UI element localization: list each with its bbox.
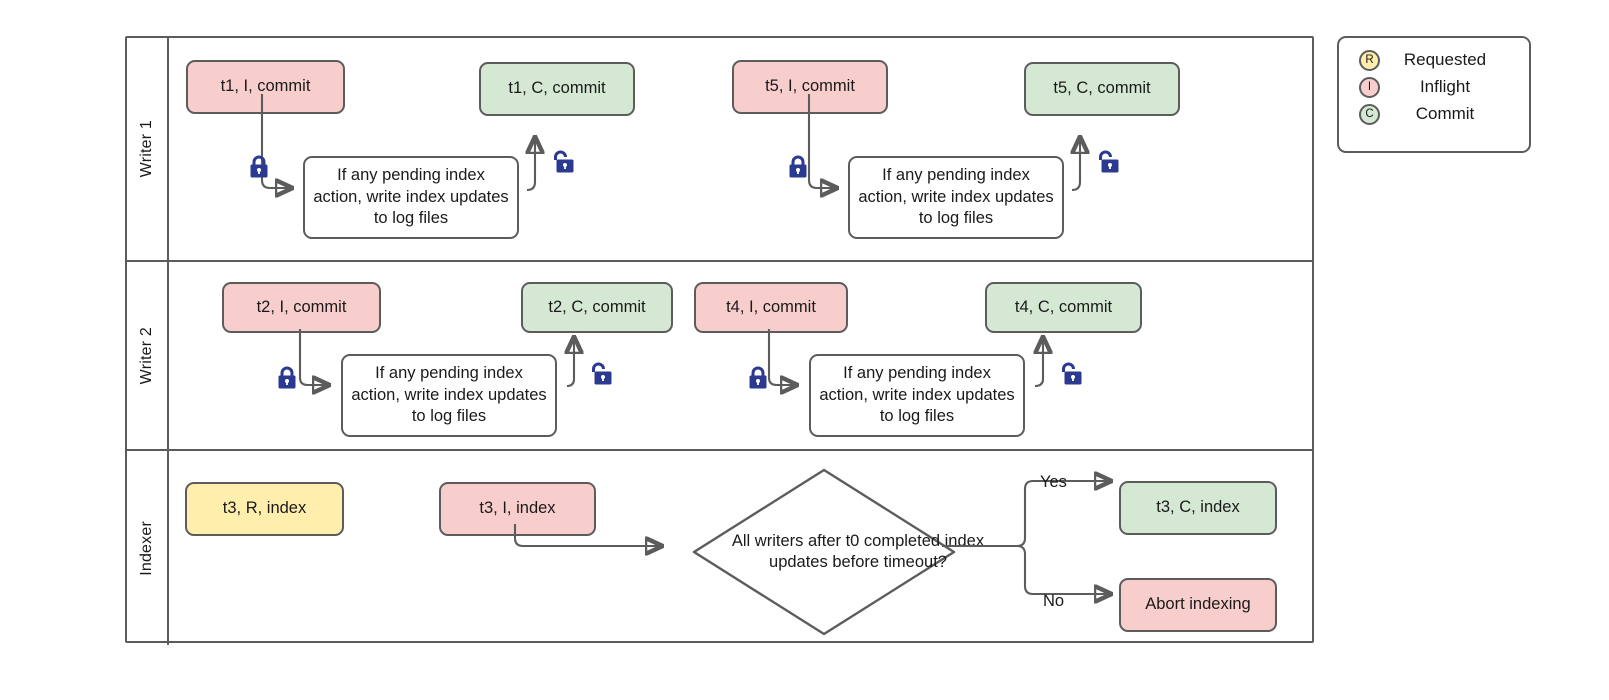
legend-label-commit: Commit [1415,104,1475,123]
lane-writer-1: Writer 1 t1, I, commit If any pending in… [127,38,1312,260]
open-padlock-icon [1099,150,1119,173]
lane-header-writer-1: Writer 1 [127,38,169,260]
lane-header-indexer: Indexer [127,451,169,645]
node-idx-t3-inflight[interactable]: t3, I, index [439,482,596,536]
node-idx-abort[interactable]: Abort indexing [1119,578,1277,632]
legend-panel: R Requested I Inflight C Commit [1337,36,1531,153]
node-w2-t4-inflight[interactable]: t4, I, commit [694,282,848,333]
lane-body-writer-1: t1, I, commit If any pending index actio… [169,38,1312,260]
node-w1-process-1[interactable]: If any pending index action, write index… [303,156,519,239]
legend-item-inflight: I Inflight [1359,74,1529,100]
legend-item-requested: R Requested [1359,47,1529,73]
legend-label-inflight: Inflight [1419,77,1471,96]
node-w1-t5-inflight[interactable]: t5, I, commit [732,60,888,114]
node-idx-t3-requested[interactable]: t3, R, index [185,482,344,536]
node-w1-process-2[interactable]: If any pending index action, write index… [848,156,1064,239]
node-w2-t2-commit[interactable]: t2, C, commit [521,282,673,333]
legend-dot-inflight-icon: I [1359,76,1380,98]
node-w2-process-1[interactable]: If any pending index action, write index… [341,354,557,437]
lane-writer-2: Writer 2 t2, I, commit If any pending in… [127,260,1312,449]
node-idx-t3-commit[interactable]: t3, C, index [1119,481,1277,535]
legend-dot-requested-icon: R [1359,49,1380,71]
open-padlock-icon [554,150,574,173]
closed-padlock-icon [250,155,268,178]
node-w1-t1-commit[interactable]: t1, C, commit [479,62,635,116]
legend-symbol-requested: R [1365,54,1374,66]
node-w2-t4-commit[interactable]: t4, C, commit [985,282,1142,333]
node-w1-t1-inflight[interactable]: t1, I, commit [186,60,345,114]
legend-symbol-commit: C [1365,108,1374,120]
edge-label-yes: Yes [1040,473,1067,491]
closed-padlock-icon [749,366,767,389]
lane-label-indexer: Indexer [138,520,155,576]
closed-padlock-icon [278,366,296,389]
node-w2-t2-inflight[interactable]: t2, I, commit [222,282,381,333]
open-padlock-icon [592,362,612,385]
legend-item-commit: C Commit [1359,101,1529,127]
legend-symbol-inflight: I [1367,81,1372,93]
legend-dot-commit-icon: C [1359,103,1380,125]
open-padlock-icon [1062,362,1082,385]
lane-indexer: Indexer t3, R, index t3, I, index All wr… [127,449,1312,645]
node-idx-decision[interactable]: All writers after t0 completed index upd… [691,467,984,637]
swimlane-pool: Writer 1 t1, I, commit If any pending in… [125,36,1314,645]
lane-body-indexer: t3, R, index t3, I, index All writers af… [169,451,1312,645]
node-w2-process-2[interactable]: If any pending index action, write index… [809,354,1025,437]
legend-label-requested: Requested [1403,50,1487,69]
edge-label-no: No [1043,592,1065,610]
closed-padlock-icon [789,155,807,178]
lane-label-writer-2: Writer 2 [138,326,155,385]
lane-header-writer-2: Writer 2 [127,262,169,449]
lane-label-writer-1: Writer 1 [138,120,155,178]
lane-body-writer-2: t2, I, commit If any pending index actio… [169,262,1312,449]
node-w1-t5-commit[interactable]: t5, C, commit [1024,62,1180,116]
